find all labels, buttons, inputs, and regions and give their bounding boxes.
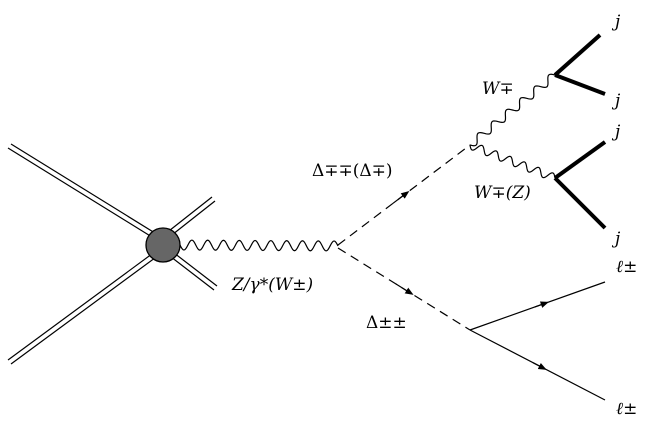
jet-line-4	[553, 176, 607, 230]
delta-lower-arrow	[395, 283, 414, 295]
w-boson-upper	[469, 73, 556, 147]
lepton-arrow-1	[534, 301, 549, 308]
label-jet-3: j	[611, 122, 621, 142]
w-boson-lower	[469, 144, 556, 179]
proton-line-upper-left	[7, 143, 164, 243]
label-jet-4: j	[611, 229, 621, 249]
interaction-vertex-blob	[145, 227, 181, 263]
label-z-gamma: Z/γ*(W±)	[231, 275, 313, 295]
label-lepton-1: ℓ±	[616, 257, 637, 277]
label-delta-upper: Δ∓∓(Δ∓)	[312, 161, 393, 181]
label-jet-2: j	[611, 91, 621, 111]
label-w-upper: W∓	[482, 79, 514, 99]
jet-line-2	[554, 73, 606, 96]
lepton-arrow-2	[532, 362, 547, 370]
label-lepton-2: ℓ±	[616, 399, 637, 419]
jet-line-3	[553, 140, 607, 180]
jet-line-1	[553, 33, 602, 77]
label-delta-lower: Δ±±	[366, 313, 407, 333]
label-jet-1: j	[611, 12, 621, 32]
proton-line-lower-left	[7, 247, 164, 365]
delta-upper-arrow	[392, 190, 410, 204]
label-w-lower: W∓(Z)	[474, 183, 531, 203]
z-gamma-propagator	[179, 239, 339, 252]
